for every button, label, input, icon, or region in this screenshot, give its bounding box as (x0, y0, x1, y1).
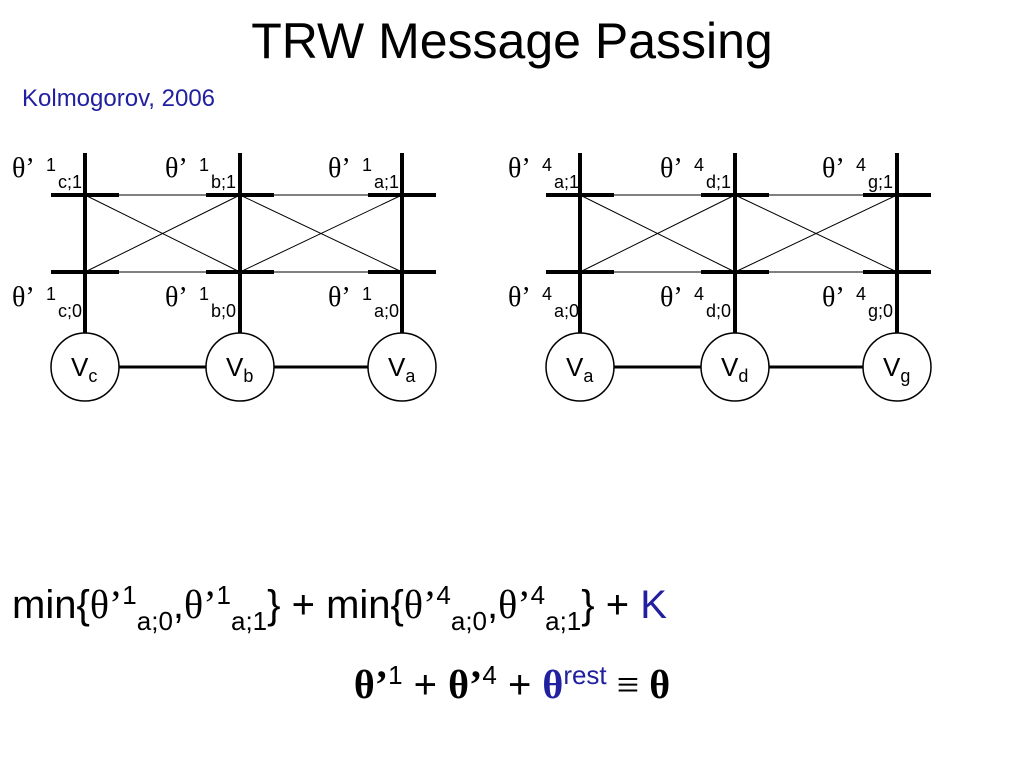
theta-label-bottom: θ’ (822, 282, 845, 313)
theta-superscript: 1 (216, 580, 231, 610)
node-subscript: a (583, 366, 594, 386)
theta-label-top: θ’ (12, 153, 35, 184)
constant-k: K (640, 583, 667, 627)
theta-label-subscript: a;1 (554, 172, 579, 192)
theta-superscript: 4 (530, 580, 546, 610)
theta-rest-symbol: θ (542, 662, 564, 707)
theta-symbol: θ’ (448, 662, 483, 707)
theta-label-subscript: a;0 (554, 301, 579, 321)
variable-node (545, 332, 615, 402)
theta-label-subscript: b;0 (211, 301, 236, 321)
node-subscript: b (243, 366, 253, 386)
theta-label-bottom: θ’ (508, 282, 531, 313)
variable-node (700, 332, 770, 402)
theta-symbol: θ’ (353, 662, 389, 707)
node-subscript: a (405, 366, 416, 386)
theta-label-subscript: c;0 (58, 301, 82, 321)
theta-label-superscript: 4 (856, 155, 866, 175)
citation: Kolmogorov, 2006 (22, 85, 216, 112)
theta-symbol: θ’ (89, 582, 123, 627)
theta-label-subscript: g;0 (868, 301, 893, 321)
node-label: Va (566, 352, 594, 386)
variable-node (367, 332, 437, 402)
plus: + (496, 663, 543, 707)
variable-node (862, 332, 932, 402)
theta-label-subscript: a;0 (374, 301, 399, 321)
theta-label-top: θ’ (822, 153, 845, 184)
theta-label-top: θ’ (660, 153, 683, 184)
plus-min: } + min{ (267, 583, 404, 627)
theta-label-subscript: c;1 (58, 172, 82, 192)
theta-symbol: θ (649, 662, 671, 707)
theta-symbol: θ’ (184, 582, 217, 627)
node-subscript: g (900, 366, 910, 386)
slide-title: TRW Message Passing (251, 13, 773, 69)
theta-label-bottom: θ’ (660, 282, 683, 313)
theta-label-superscript: 1 (46, 155, 56, 175)
theta-label-subscript: a;1 (374, 172, 399, 192)
decomposition-formula: θ’1 + θ’4 + θrest ≡ θ (0, 660, 1024, 708)
theta-superscript: 1 (388, 660, 403, 690)
theta-subscript: a;1 (545, 606, 582, 636)
theta-subscript: a;1 (231, 606, 268, 636)
variable-node (205, 332, 275, 402)
theta-label-bottom: θ’ (12, 282, 35, 313)
pairwise-edge (734, 194, 898, 273)
node-subscript: d (738, 366, 748, 386)
theta-label-superscript: 1 (362, 155, 372, 175)
pairwise-edge (579, 194, 736, 273)
theta-superscript: 4 (436, 580, 451, 610)
theta-rest-superscript: rest (563, 660, 607, 690)
theta-label-bottom: θ’ (165, 282, 188, 313)
theta-label-superscript: 4 (542, 155, 552, 175)
comma: , (487, 583, 499, 627)
theta-label-subscript: d;1 (706, 172, 731, 192)
variable-node (50, 332, 120, 402)
theta-label-top: θ’ (165, 153, 188, 184)
theta-symbol: θ’ (498, 582, 531, 627)
theta-label-superscript: 4 (694, 155, 704, 175)
theta-label-superscript: 1 (199, 155, 209, 175)
theta-superscript: 4 (482, 660, 497, 690)
plus: + (402, 663, 449, 707)
theta-label-subscript: b;1 (211, 172, 236, 192)
theta-symbol: θ’ (403, 582, 437, 627)
theta-subscript: a;0 (136, 606, 173, 636)
node-subscript: c (88, 366, 97, 386)
theta-label-superscript: 4 (694, 284, 704, 304)
comma: , (172, 583, 185, 627)
min-formula: min{θ’1a;0,θ’1a;1} + min{θ’4a;0,θ’4a;1} … (12, 580, 1024, 637)
theta-label-subscript: d;0 (706, 301, 731, 321)
theta-label-superscript: 1 (199, 284, 209, 304)
theta-label-superscript: 4 (542, 284, 552, 304)
theta-label-superscript: 1 (46, 284, 56, 304)
min-open: min{ (12, 583, 90, 627)
pairwise-edge (84, 194, 241, 273)
pairwise-edge (239, 194, 403, 273)
theta-subscript: a;0 (450, 606, 488, 636)
theta-label-subscript: g;1 (868, 172, 893, 192)
theta-label-top: θ’ (508, 153, 531, 184)
theta-label-bottom: θ’ (328, 282, 351, 313)
theta-superscript: 1 (122, 580, 137, 610)
theta-label-superscript: 1 (362, 284, 372, 304)
theta-label-superscript: 4 (856, 284, 866, 304)
theta-label-top: θ’ (328, 153, 351, 184)
close-plus: } + (581, 583, 641, 627)
equiv-symbol: ≡ (606, 662, 650, 707)
